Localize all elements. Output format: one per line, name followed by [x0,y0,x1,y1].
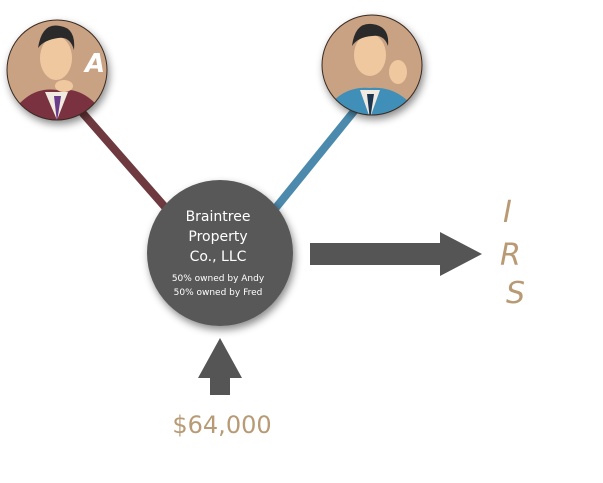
entity-owner-andy: 50% owned by Andy [172,274,265,284]
income-amount: $64,000 [172,411,271,439]
irs-letter-r: R [500,238,521,273]
arrow-income-up [198,338,242,395]
arrow-to-irs [310,232,482,276]
llc-entity-circle [147,180,293,326]
irs-letter-s: S [506,276,525,311]
andy-connector [76,107,176,218]
entity-title-line-2: Property [188,229,247,245]
entity-title-line-3: Co., LLC [190,249,247,265]
entity-title-line-1: Braintree [186,209,251,225]
fred-avatar [321,14,423,116]
irs-letter-i: I [503,195,512,230]
entity-owner-fred: 50% owned by Fred [174,288,263,298]
andy-label: A [83,49,105,79]
fred-connector [266,107,359,218]
